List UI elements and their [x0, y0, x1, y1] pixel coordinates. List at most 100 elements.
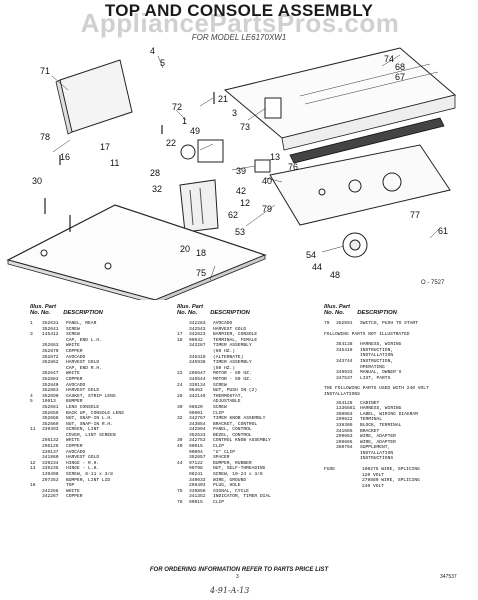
- part-row: 299622 TERMINAL: [324, 417, 470, 423]
- part-number: 297353: [42, 477, 59, 483]
- part-row: INSTALLATION: [324, 353, 470, 359]
- callout-label: 3: [232, 108, 237, 118]
- callout-label: 28: [150, 168, 160, 178]
- callout-label: 11: [110, 158, 119, 168]
- illus-number: 79: [324, 321, 330, 326]
- part-number: 98241: [189, 472, 203, 478]
- illus-number: 5: [30, 399, 33, 405]
- part-row: 345310(ALTERNATE): [177, 355, 317, 361]
- part-description: HINGE - R.H.: [66, 460, 100, 466]
- part-description: BUMPER, LINT LID: [66, 477, 111, 483]
- part-number: 340033: [189, 477, 206, 483]
- part-description: GASKET, STRIP LENS: [66, 393, 116, 399]
- part-number: 352641: [42, 326, 59, 332]
- part-description: (60 HZ.): [213, 348, 236, 354]
- part-number: 339393: [42, 427, 59, 433]
- part-number: 352591: [336, 321, 353, 326]
- callout-label: 74: [384, 54, 394, 64]
- part-number: 296403: [189, 483, 206, 489]
- part-description: CAP, END L.H.: [66, 337, 102, 343]
- thermostat: [254, 159, 271, 173]
- part-description: SUPPLEMENT,: [360, 445, 391, 451]
- part-number: 352840: [42, 382, 59, 388]
- part-row: 90094"U" CLIP: [177, 450, 317, 456]
- part-row: 120 VOLT: [324, 473, 470, 479]
- callout-label: 16: [60, 152, 70, 162]
- part-number: 345938: [189, 360, 206, 366]
- callout-label: 17: [100, 142, 110, 152]
- part-number: 352690: [42, 393, 59, 399]
- part-description: (ALTERNATE): [213, 354, 244, 360]
- part-number: 139490: [42, 472, 59, 478]
- part-number: [336, 456, 360, 462]
- callout-label: 22: [166, 138, 176, 148]
- part-number: 343744: [336, 358, 353, 364]
- part-description: HARVEST GOLD: [66, 455, 100, 461]
- illus-number: 13: [30, 466, 36, 472]
- illus-number: 11: [30, 427, 36, 433]
- part-row: 345544 MOTOR - 50 HZ.: [177, 377, 317, 383]
- part-number: 342543: [189, 326, 206, 332]
- callout-label: 76: [288, 162, 298, 172]
- part-number: 345544: [189, 376, 206, 382]
- part-description: INSTALLATION: [360, 353, 394, 359]
- illus-number: 17: [177, 332, 183, 338]
- part-number: 99015: [189, 500, 203, 505]
- callout-label: 44: [312, 262, 322, 272]
- part-description: WIRE, ADAPTER: [360, 439, 396, 445]
- part-description: INSTALLATION: [360, 450, 394, 456]
- handwritten-note: 4-91-A-13: [210, 586, 250, 595]
- part-description: HARNESS, WIRING: [360, 406, 402, 412]
- part-description: COPPER: [66, 348, 83, 354]
- callout-label: 18: [196, 248, 206, 258]
- part-number: 342767: [189, 416, 206, 422]
- part-description: NUT, SELF-THREADING: [213, 466, 266, 472]
- part-description: INSTRUCTION,: [360, 347, 394, 353]
- callout-label: 75: [196, 268, 206, 278]
- part-number: 97122: [189, 460, 203, 466]
- illus-number: 4: [30, 393, 33, 399]
- diagram-code: O - 7527: [421, 280, 445, 286]
- part-description: HARVEST GOLD: [66, 388, 100, 394]
- part-number: 352668: [42, 416, 59, 422]
- part-description: CAP, END R.H.: [66, 365, 102, 371]
- illus-number: 40: [177, 444, 183, 450]
- part-number: 354126: [336, 400, 353, 406]
- illus-number: 3: [30, 332, 33, 338]
- part-number: 339234: [42, 460, 59, 466]
- part-description: SCREW, 8-11 x 3/8: [66, 472, 113, 478]
- part-description: TERMINAL: [360, 417, 383, 423]
- part-number: 90798: [189, 466, 203, 472]
- part-description: MOTOR - 50 HZ.: [213, 376, 252, 382]
- part-number: 342149: [189, 393, 206, 399]
- part-description: COPPER: [66, 494, 83, 500]
- timer-assembly: [197, 139, 224, 163]
- part-number: 299622: [336, 417, 353, 423]
- callout-label: 77: [410, 210, 420, 220]
- callout-label: 48: [330, 270, 340, 280]
- part-number: 352872: [42, 354, 59, 360]
- part-description: TOP: [66, 483, 75, 489]
- callout-label: 54: [306, 250, 316, 260]
- part-number: 295132: [42, 438, 59, 444]
